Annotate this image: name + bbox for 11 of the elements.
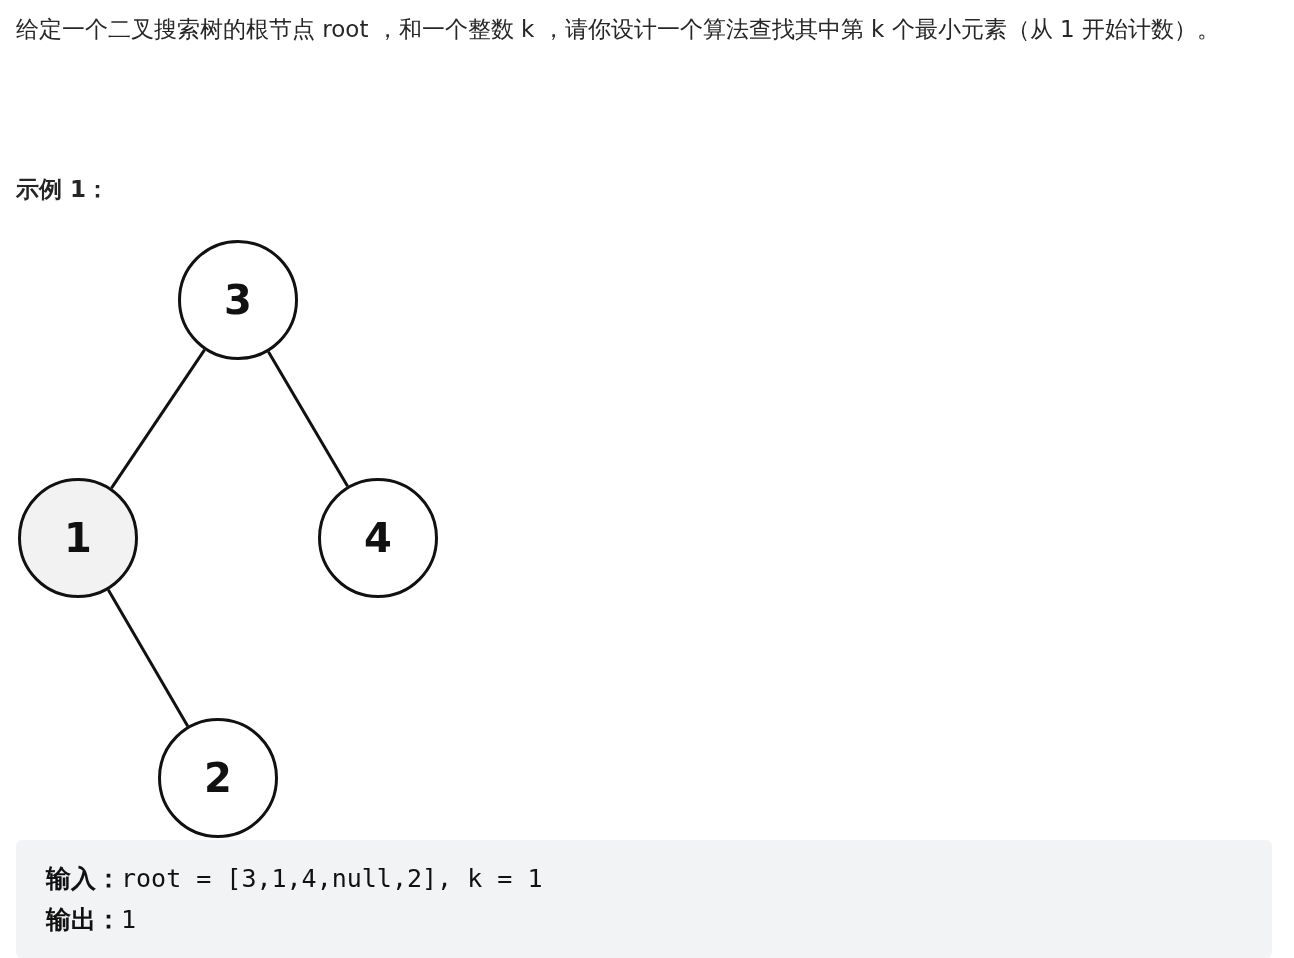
example-heading: 示例 1： [16, 175, 109, 204]
code-line: 输入：root = [3,1,4,null,2], k = 1 [46, 863, 543, 895]
tree-edge [106, 589, 190, 727]
node-value: 4 [364, 515, 392, 561]
tree-edge [267, 350, 349, 488]
node-value: 2 [204, 755, 232, 801]
code-line: 输出：1 [46, 904, 137, 936]
problem-statement: 给定一个二叉搜索树的根节点 root ，和一个整数 k ，请你设计一个算法查找其中第 k 个最小元素（从 1 开始计数）。 [16, 15, 1221, 44]
tree-edge [110, 348, 206, 490]
node-value: 3 [224, 277, 252, 323]
node-value: 1 [64, 515, 92, 561]
